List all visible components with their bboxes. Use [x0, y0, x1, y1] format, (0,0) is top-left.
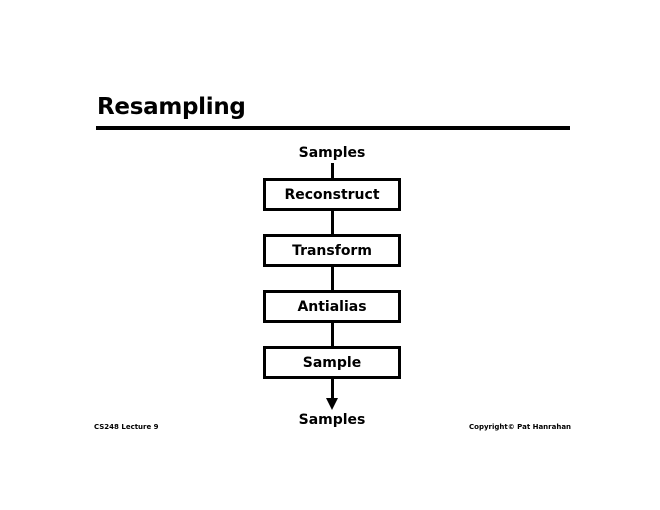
connector-reconstruct-to-transform — [263, 211, 401, 234]
stage-box-antialias-label: Antialias — [297, 298, 367, 315]
connector-antialias-to-sample — [263, 323, 401, 346]
stage-box-sample-label: Sample — [302, 354, 362, 371]
stage-box-transform-label: Transform — [292, 242, 372, 259]
stage-box-sample[interactable]: Sample — [263, 346, 401, 379]
diagram-input-label: Samples — [298, 145, 366, 161]
resampling-pipeline-diagram: Samples Reconstruct Transform Antialias … — [263, 144, 401, 430]
diagram-output-label: Samples — [298, 412, 366, 428]
page-title: Resampling — [97, 94, 246, 120]
stage-box-antialias[interactable]: Antialias — [263, 290, 401, 323]
arrow-down-icon — [263, 379, 401, 411]
title-underline-rule — [96, 126, 570, 130]
connector-input-to-reconstruct — [263, 163, 401, 178]
stage-box-transform[interactable]: Transform — [263, 234, 401, 267]
footer-course-label: CS248 Lecture 9 — [94, 423, 159, 431]
footer-copyright-label: Copyright© Pat Hanrahan — [469, 423, 572, 431]
connector-transform-to-antialias — [263, 267, 401, 290]
stage-box-reconstruct-label: Reconstruct — [284, 186, 380, 203]
stage-box-reconstruct[interactable]: Reconstruct — [263, 178, 401, 211]
